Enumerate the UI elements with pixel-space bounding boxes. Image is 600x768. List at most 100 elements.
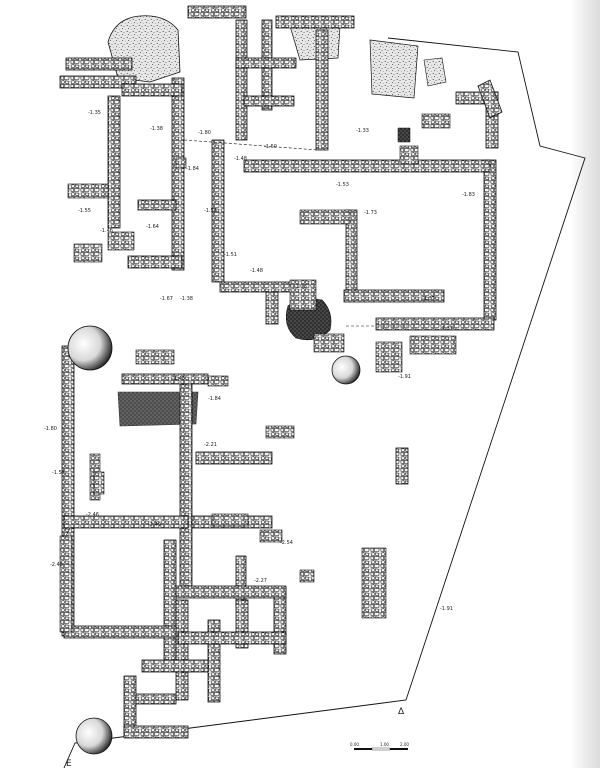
corner-label-delta: Δ xyxy=(398,707,405,717)
pithos xyxy=(67,325,113,371)
stone-cluster xyxy=(361,547,387,619)
wall-segment xyxy=(395,447,409,485)
scale-tick-label: 1.00 xyxy=(380,742,389,747)
elevation-label: -1.64 xyxy=(146,224,159,230)
elevation-labels: -1.46 -1.55 -1.35 -1.38 -1.80 -1.84 -1.4… xyxy=(44,110,475,612)
walls-horizontal xyxy=(59,5,499,739)
elevation-label: -1.38 xyxy=(150,126,163,132)
stone-cluster xyxy=(299,209,351,225)
deposit-small xyxy=(397,127,411,143)
stone-cluster xyxy=(93,471,105,495)
elevation-label: -1.51 xyxy=(224,252,237,258)
stone-cluster xyxy=(67,183,109,199)
elevation-label: -1.53 xyxy=(336,182,349,188)
wall-segment xyxy=(137,199,177,211)
elevation-label: -1.38 xyxy=(180,296,193,302)
elevation-label: -1.55 xyxy=(78,208,91,214)
corner-label-epsilon: Ε xyxy=(66,759,72,768)
wall-segment xyxy=(135,693,177,705)
stone-cluster xyxy=(207,375,229,387)
wall-segment xyxy=(219,281,297,293)
wall-segment xyxy=(275,15,355,29)
elevation-label: -2.21 xyxy=(204,442,217,448)
page-edge-shadow xyxy=(570,0,600,768)
wall-segment xyxy=(63,515,189,529)
wall-segment xyxy=(187,5,247,19)
stone-cluster xyxy=(211,513,249,527)
scale-tick-label: 2.00 xyxy=(400,742,409,747)
wall-segment xyxy=(65,57,133,71)
wall-segment xyxy=(175,599,189,701)
stone-cluster xyxy=(107,231,135,251)
elevation-label: -1.84 xyxy=(186,166,199,172)
elevation-label: -1.46 xyxy=(100,228,113,234)
elevation-label: -1.33 xyxy=(356,128,369,134)
rubble-area-north-west xyxy=(107,15,181,83)
wall-segment xyxy=(343,289,445,303)
wall-segment xyxy=(107,95,121,229)
wall-segment xyxy=(243,159,491,173)
wall-segment xyxy=(171,77,185,271)
elevation-label: -1.50 xyxy=(264,144,277,150)
wall-segment xyxy=(235,555,247,607)
wall-segment xyxy=(235,57,297,69)
stone-cluster xyxy=(409,335,457,355)
stone-cluster xyxy=(259,529,283,543)
wall-segment xyxy=(141,659,209,673)
stone-cluster xyxy=(135,349,175,365)
rubble-area-north-east xyxy=(369,39,419,99)
elevation-label: -1.83 xyxy=(462,192,475,198)
wall-segment xyxy=(127,255,183,269)
elevation-label: -2.46 xyxy=(86,512,99,518)
stone-cluster xyxy=(399,145,419,165)
stone-cluster xyxy=(313,333,345,353)
elevation-label: -1.48 xyxy=(172,376,185,382)
elevation-label: -1.37 xyxy=(440,326,453,332)
scattered-stones xyxy=(59,113,457,633)
wall-segment xyxy=(63,625,177,639)
stone-cluster xyxy=(289,279,317,311)
rubble-area-north-center xyxy=(289,25,341,61)
stone-cluster xyxy=(59,535,73,633)
wall-segment xyxy=(483,159,497,321)
trench-boundary xyxy=(63,37,586,768)
wall-segment xyxy=(179,379,193,591)
elevation-label: -1.53 xyxy=(204,208,217,214)
wall-segment xyxy=(123,725,189,739)
elevation-label: -1.73 xyxy=(364,210,377,216)
stone-cluster xyxy=(73,243,103,263)
scale-bar: 0.00 1.00 2.00 xyxy=(350,742,409,751)
wall-segment xyxy=(375,317,495,331)
wall-segment xyxy=(243,95,295,107)
elevation-label: -1.48 xyxy=(234,156,247,162)
elevation-label: -1.35 xyxy=(88,110,101,116)
stone-cluster xyxy=(265,425,295,439)
elevation-label: -2.45 xyxy=(50,562,63,568)
elevation-label: -1.80 xyxy=(44,426,57,432)
wall-segment xyxy=(177,631,287,645)
stone-cluster xyxy=(421,113,451,129)
wall-segment xyxy=(121,83,183,97)
wall-segment xyxy=(195,451,273,465)
wall-diagonal xyxy=(477,79,503,119)
elevation-label: -2.49 xyxy=(148,522,161,528)
pithoi xyxy=(67,325,361,755)
wall-segment xyxy=(163,539,177,671)
wall-segment xyxy=(235,19,248,141)
elevation-label: -1.48 xyxy=(250,268,263,274)
elevation-label: -1.67 xyxy=(160,296,173,302)
wall-segment xyxy=(59,75,137,89)
stone-cluster xyxy=(375,341,403,373)
elevation-label: -1.80 xyxy=(198,130,211,136)
elevation-label: -2.54 xyxy=(280,540,293,546)
stone-cluster xyxy=(175,157,187,169)
pithos xyxy=(331,355,361,385)
elevation-label: -1.91 xyxy=(440,606,453,612)
wall-segment xyxy=(211,139,225,283)
wall-segment xyxy=(315,29,329,151)
elevation-label: -1.73 xyxy=(294,284,307,290)
elevation-label: -1.91 xyxy=(398,374,411,380)
elevation-label: -2.27 xyxy=(254,578,267,584)
wall-segment xyxy=(121,373,209,385)
